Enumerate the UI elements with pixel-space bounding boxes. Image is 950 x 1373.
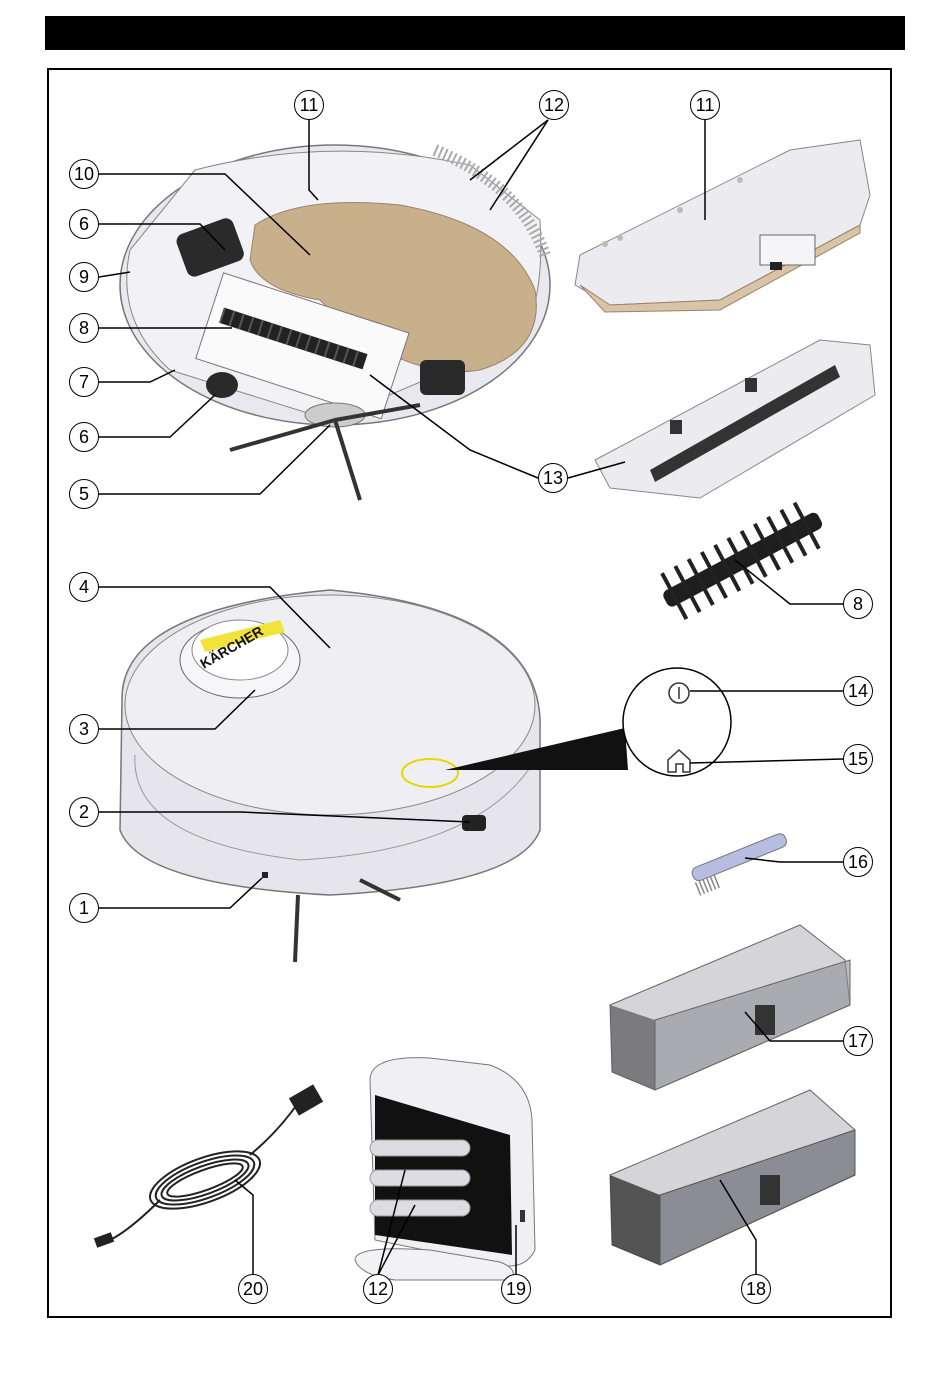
callout-18: 18 — [741, 1274, 771, 1304]
callout-15: 15 — [843, 744, 873, 774]
callout-11: 11 — [690, 90, 720, 120]
mop-plate — [575, 140, 870, 312]
callout-9: 9 — [69, 262, 99, 292]
callout-2: 2 — [69, 797, 99, 827]
callout-12: 12 — [363, 1274, 393, 1304]
callout-17: 17 — [843, 1026, 873, 1056]
power-cord — [110, 1100, 300, 1240]
callout-8: 8 — [69, 313, 99, 343]
callout-1: 1 — [69, 893, 99, 923]
callout-20: 20 — [238, 1274, 268, 1304]
callout-6: 6 — [69, 422, 99, 452]
callout-5: 5 — [69, 479, 99, 509]
dust-container — [610, 1090, 855, 1265]
connector — [94, 1232, 114, 1248]
callout-14: 14 — [843, 676, 873, 706]
plug-head — [289, 1084, 323, 1115]
cleaning-tool — [690, 832, 793, 895]
callout-13: 13 — [538, 463, 568, 493]
callout-6: 6 — [69, 209, 99, 239]
water-tank — [610, 925, 850, 1090]
brush-cover — [595, 340, 875, 498]
callout-11: 11 — [294, 90, 324, 120]
callout-19: 19 — [501, 1274, 531, 1304]
callout-12: 12 — [539, 90, 569, 120]
callout-7: 7 — [69, 367, 99, 397]
callout-8: 8 — [843, 589, 873, 619]
front-wheel — [206, 372, 238, 398]
robot-underside — [120, 145, 550, 500]
callout-16: 16 — [843, 847, 873, 877]
charging-station — [355, 1058, 535, 1280]
side-wheel-right — [420, 360, 465, 395]
robot-top: KÄRCHER — [120, 590, 540, 962]
callout-10: 10 — [69, 159, 99, 189]
callout-4: 4 — [69, 572, 99, 602]
callout-3: 3 — [69, 714, 99, 744]
